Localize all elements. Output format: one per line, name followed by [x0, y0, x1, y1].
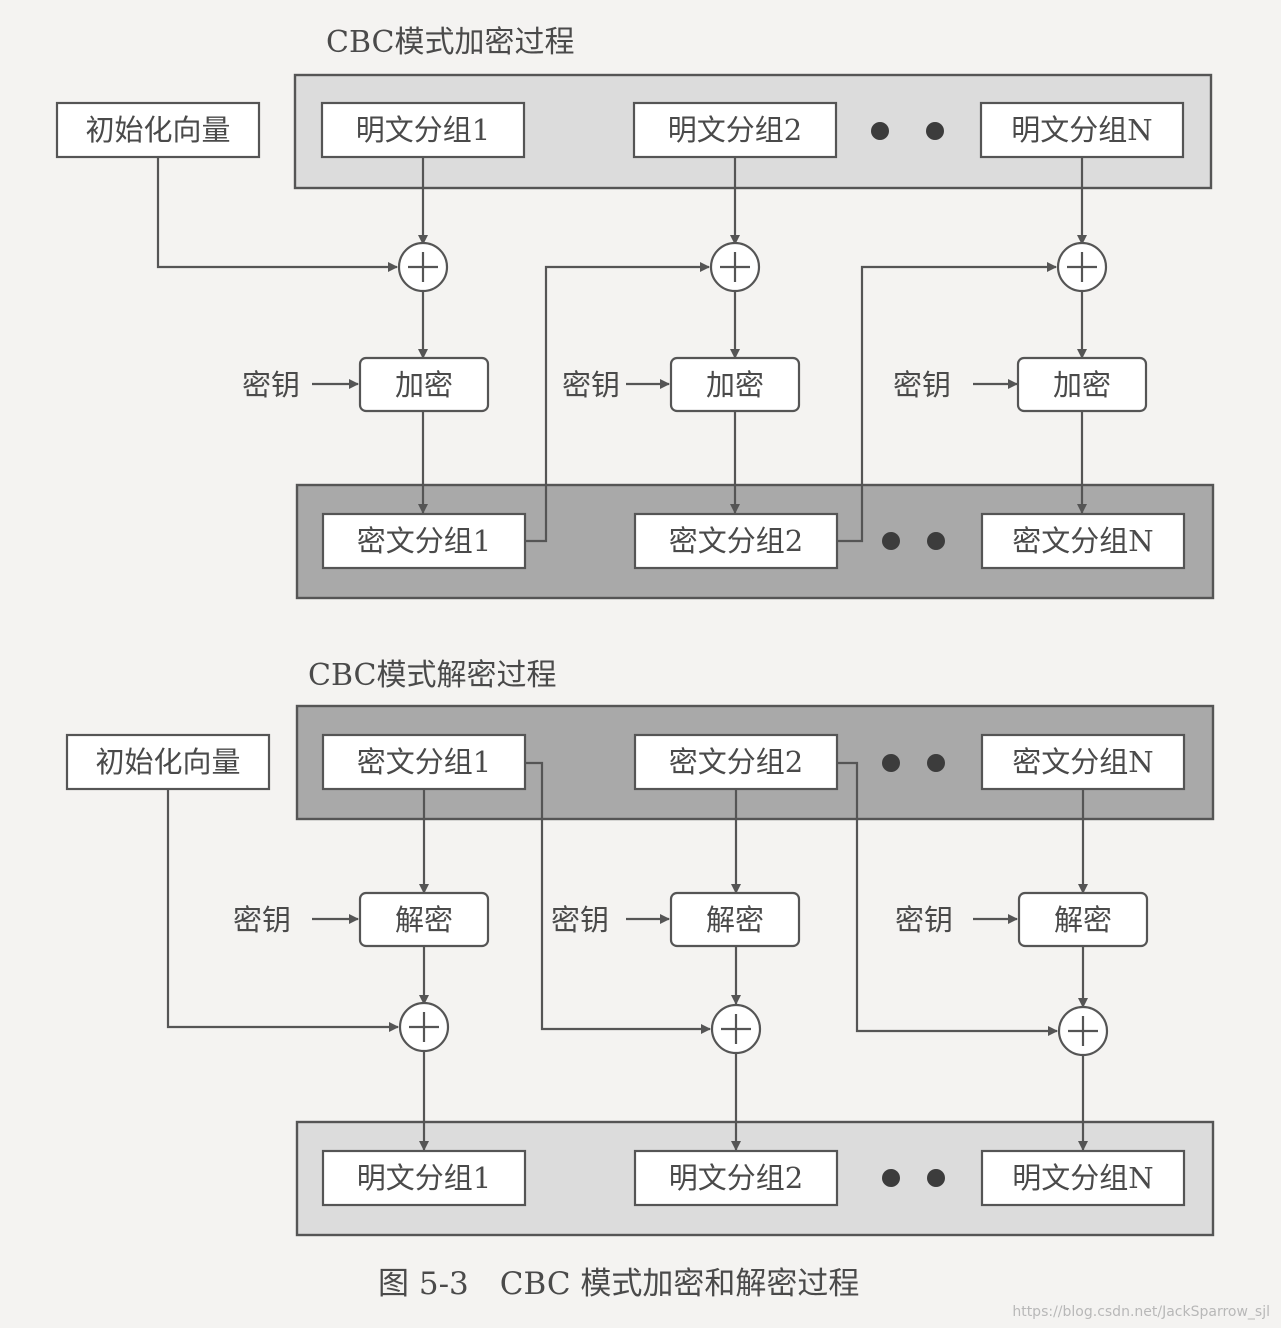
ellipsis-dot — [927, 532, 945, 550]
decryption-ciphertext-label-2: 密文分组2 — [669, 745, 803, 779]
decryption-ciphertext-block-2: 密文分组2 — [633, 733, 839, 791]
decrypt-box: 解密 — [1017, 891, 1149, 948]
encrypt-label: 加密 — [706, 368, 764, 402]
encryption-plaintext-label-2: 明文分组2 — [668, 113, 802, 147]
decryption-ciphertext-block-n: 密文分组N — [980, 733, 1186, 791]
encryption-plaintext-label-n: 明文分组N — [1011, 113, 1152, 147]
xor-icon — [397, 241, 449, 293]
encryption-ciphertext-label-n: 密文分组N — [1012, 524, 1153, 558]
xor-icon — [710, 1003, 762, 1055]
decrypt-label: 解密 — [1054, 903, 1112, 937]
encryption-ciphertext-label-2: 密文分组2 — [669, 524, 803, 558]
decryption-key-label: 密钥 — [895, 903, 953, 937]
xor-icon — [398, 1001, 450, 1053]
ellipsis-dot — [871, 122, 889, 140]
encryption-key-label: 密钥 — [893, 368, 951, 402]
decryption-plaintext-label-n: 明文分组N — [1012, 1161, 1153, 1195]
encryption-key-label: 密钥 — [562, 368, 620, 402]
encryption-title: CBC模式加密过程 — [326, 25, 575, 60]
encrypt-label: 加密 — [395, 368, 453, 402]
decryption-plaintext-label-1: 明文分组1 — [357, 1161, 491, 1195]
encryption-plaintext-block-2: 明文分组2 — [632, 101, 838, 159]
decryption-ciphertext-label-n: 密文分组N — [1012, 745, 1153, 779]
figure-caption: 图 5-3 CBC 模式加密和解密过程 — [378, 1266, 859, 1302]
watermark: https://blog.csdn.net/JackSparrow_sjl — [1012, 1304, 1270, 1320]
decrypt-box: 解密 — [358, 891, 490, 948]
decryption-iv-label: 初始化向量 — [95, 745, 240, 779]
encryption-ciphertext-block-2: 密文分组2 — [633, 512, 839, 570]
encryption-plaintext-block-n: 明文分组N — [979, 101, 1185, 159]
xor-icon — [709, 241, 761, 293]
ellipsis-dot — [927, 754, 945, 772]
ellipsis-dot — [882, 754, 900, 772]
ellipsis-dot — [927, 1169, 945, 1187]
decrypt-label: 解密 — [395, 903, 453, 937]
decryption-title: CBC模式解密过程 — [308, 658, 557, 693]
decryption-iv-box — [65, 733, 271, 791]
ellipsis-dot — [882, 532, 900, 550]
decryption-ciphertext-block-1: 密文分组1 — [321, 733, 527, 791]
ellipsis-dot — [882, 1169, 900, 1187]
decrypt-label: 解密 — [706, 903, 764, 937]
ellipsis-dot — [926, 122, 944, 140]
encryption-ciphertext-block-1: 密文分组1 — [321, 512, 527, 570]
encrypt-label: 加密 — [1053, 368, 1111, 402]
encryption-plaintext-block-1: 明文分组1 — [320, 101, 526, 159]
encryption-ciphertext-label-1: 密文分组1 — [357, 524, 491, 558]
xor-icon — [1057, 1005, 1109, 1057]
decryption-plaintext-block-n: 明文分组N — [980, 1149, 1186, 1207]
encryption-ciphertext-block-n: 密文分组N — [980, 512, 1186, 570]
decryption-ciphertext-label-1: 密文分组1 — [357, 745, 491, 779]
encrypt-box: 加密 — [669, 356, 801, 413]
decryption-plaintext-block-2: 明文分组2 — [633, 1149, 839, 1207]
decryption-plaintext-block-1: 明文分组1 — [321, 1149, 527, 1207]
xor-icon — [1056, 241, 1108, 293]
encrypt-box: 加密 — [358, 356, 490, 413]
decryption-plaintext-label-2: 明文分组2 — [669, 1161, 803, 1195]
encryption-plaintext-label-1: 明文分组1 — [356, 113, 490, 147]
decrypt-box: 解密 — [669, 891, 801, 948]
decryption-key-label: 密钥 — [551, 903, 609, 937]
encryption-key-label: 密钥 — [242, 368, 300, 402]
decryption-key-label: 密钥 — [233, 903, 291, 937]
encrypt-box: 加密 — [1016, 356, 1148, 413]
encryption-iv-label: 初始化向量 — [85, 113, 230, 147]
